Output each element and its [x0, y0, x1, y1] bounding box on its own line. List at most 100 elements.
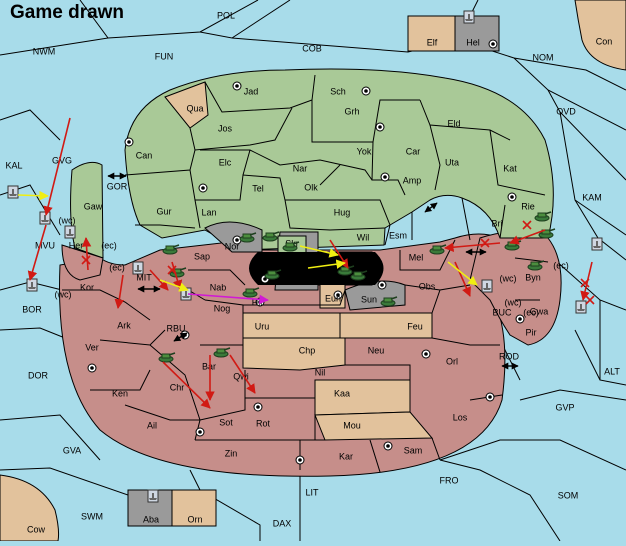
fleet-icon[interactable] — [64, 225, 76, 239]
coast-crossing-arrow — [424, 202, 438, 213]
label-GOR: GOR — [107, 181, 128, 191]
supply-center-icon — [253, 402, 263, 412]
label-KAL: KAL — [5, 160, 22, 170]
move-arrow — [447, 261, 478, 286]
army-icon[interactable] — [262, 231, 280, 242]
move-arrow — [81, 237, 92, 271]
army-icon[interactable] — [538, 228, 556, 239]
fleet-icon[interactable] — [481, 279, 493, 293]
move-arrow — [162, 361, 211, 409]
label-ALT: ALT — [604, 366, 620, 376]
province-Feu[interactable] — [339, 312, 433, 339]
label-GVA: GVA — [63, 445, 81, 455]
green-territory — [124, 68, 554, 251]
coast-crossing-arrow — [173, 332, 188, 342]
label-LIT: LIT — [305, 487, 319, 497]
label-NOM: NOM — [533, 52, 554, 62]
move-arrow — [187, 293, 269, 305]
support-cut-mark — [81, 255, 91, 265]
move-arrow — [307, 259, 346, 269]
supply-center-icon — [295, 455, 305, 465]
province-Elf[interactable] — [407, 15, 456, 52]
province-Orn[interactable] — [171, 489, 217, 527]
army-icon[interactable] — [213, 347, 231, 358]
fleet-icon[interactable] — [147, 489, 159, 503]
move-arrow — [454, 261, 471, 297]
province-Con[interactable] — [574, 0, 626, 71]
move-arrow — [159, 279, 189, 292]
game-status-title: Game drawn — [10, 2, 125, 23]
supply-center-icon — [485, 392, 495, 402]
orders-layer — [17, 117, 595, 409]
fleet-icon[interactable] — [7, 185, 19, 199]
army-icon[interactable] — [162, 244, 180, 255]
units-layer — [7, 10, 603, 503]
supply-center-icon — [488, 39, 498, 49]
supply-center-icon — [377, 280, 387, 290]
fleet-icon[interactable] — [39, 211, 51, 225]
move-arrow — [27, 224, 47, 281]
supply-center-icon — [375, 122, 385, 132]
supply-center-icon — [198, 183, 208, 193]
province-Kaa[interactable] — [314, 379, 411, 416]
label-MVU: MVU — [35, 240, 55, 250]
move-arrow — [43, 117, 71, 216]
army-icon[interactable] — [534, 211, 552, 222]
army-icon[interactable] — [380, 296, 398, 307]
province-Qua[interactable] — [164, 81, 209, 129]
supply-center-icon — [515, 314, 525, 324]
supply-center-icon — [361, 86, 371, 96]
support-cut-mark — [580, 278, 590, 288]
label-BOR: BOR — [22, 304, 42, 314]
coast-note: (ec) — [101, 240, 117, 250]
army-icon[interactable] — [264, 269, 282, 280]
support-cut-mark — [167, 265, 177, 275]
label-GVP: GVP — [555, 402, 574, 412]
fleet-icon[interactable] — [463, 10, 475, 24]
label-POL: POL — [217, 10, 235, 20]
fleet-icon[interactable] — [26, 278, 38, 292]
army-icon[interactable] — [337, 265, 355, 276]
province-Nor[interactable] — [204, 221, 263, 253]
support-cut-mark — [522, 220, 532, 230]
fleet-icon[interactable] — [132, 261, 144, 275]
supply-center-icon — [383, 441, 393, 451]
army-icon[interactable] — [282, 241, 300, 252]
support-cut-mark — [480, 238, 490, 248]
army-icon[interactable] — [350, 270, 368, 281]
label-DAX: DAX — [273, 518, 292, 528]
province-Chp[interactable] — [242, 337, 346, 371]
supply-center-icon — [333, 290, 343, 300]
supply-center-icon — [124, 137, 134, 147]
move-arrow — [149, 269, 169, 291]
move-arrow — [509, 229, 546, 245]
label-SOM: SOM — [558, 490, 579, 500]
army-icon[interactable] — [239, 232, 257, 243]
label-GVG: GVG — [52, 155, 72, 165]
label-FUN: FUN — [155, 51, 174, 61]
move-arrow — [444, 242, 501, 252]
province-Cow[interactable] — [0, 474, 60, 542]
province-Uru[interactable] — [242, 312, 341, 339]
marks-layer — [87, 39, 525, 465]
label-DOR: DOR — [28, 370, 49, 380]
support-cut-mark — [585, 295, 595, 305]
supply-center-icon — [421, 349, 431, 359]
label-KAM: KAM — [582, 192, 602, 202]
fleet-icon[interactable] — [591, 237, 603, 251]
province-Gaw[interactable] — [70, 161, 104, 259]
move-arrow — [17, 190, 49, 201]
supply-center-icon — [380, 172, 390, 182]
army-icon[interactable] — [158, 352, 176, 363]
army-icon[interactable] — [242, 287, 260, 298]
fleet-icon[interactable] — [575, 300, 587, 314]
army-icon[interactable] — [527, 260, 545, 271]
move-arrow — [114, 274, 125, 309]
army-icon[interactable] — [429, 244, 447, 255]
label-SWM: SWM — [81, 511, 103, 521]
move-arrow — [299, 245, 339, 258]
label-FRO: FRO — [440, 475, 459, 485]
